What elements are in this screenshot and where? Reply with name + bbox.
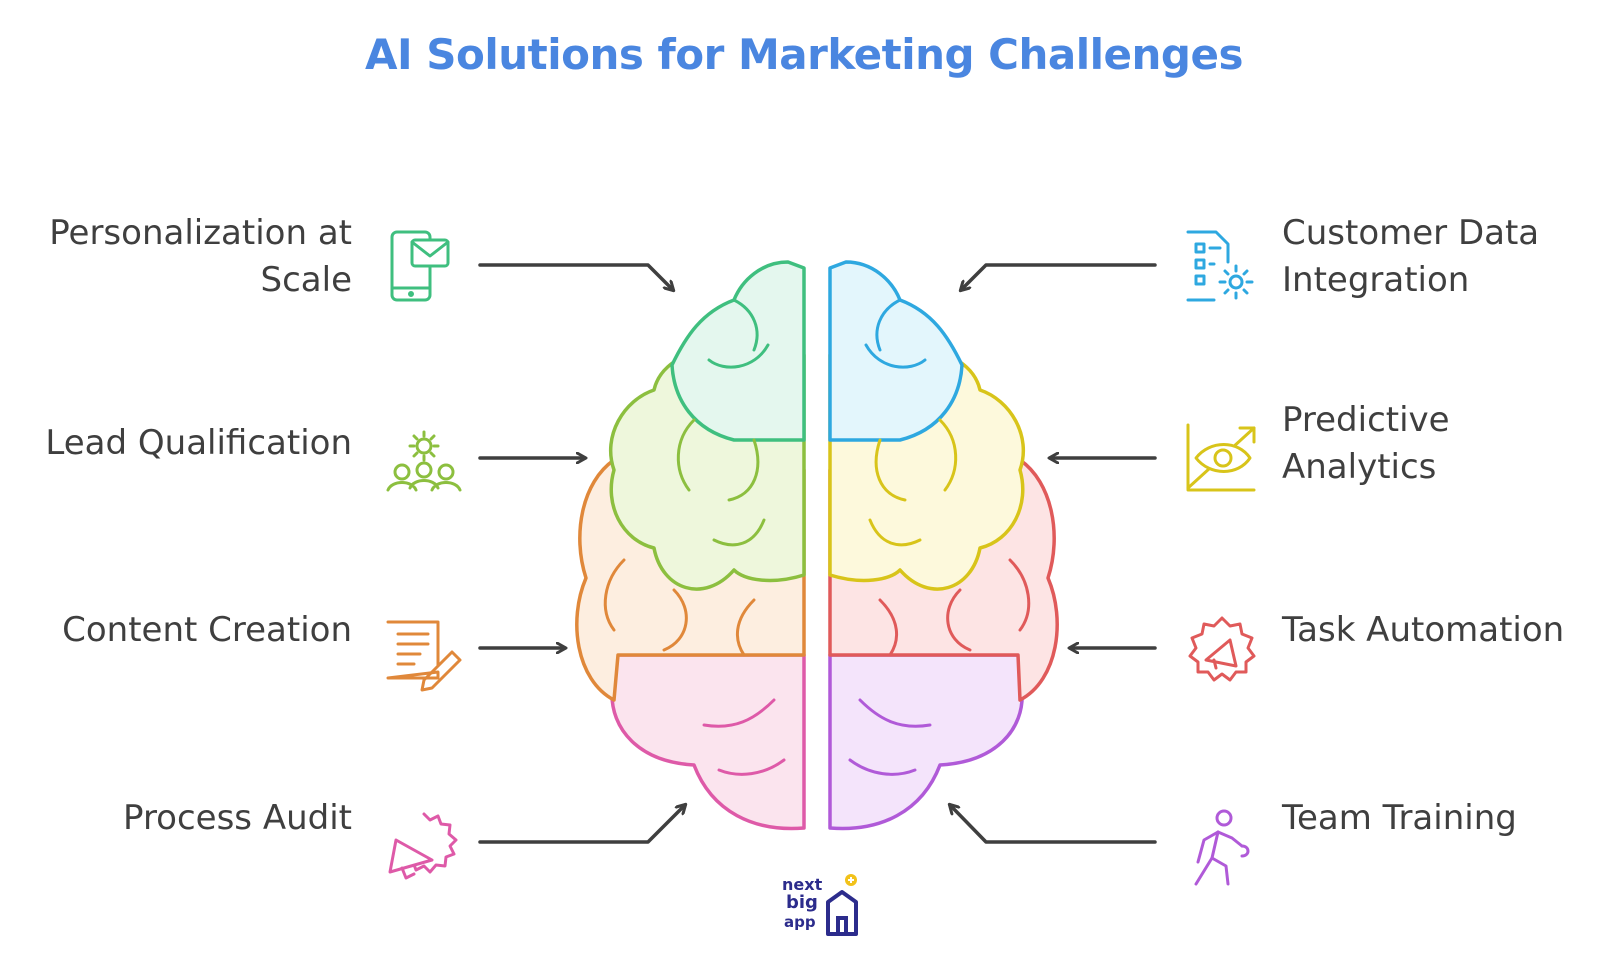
arrow-process-audit — [478, 805, 685, 844]
brain-illustration — [575, 260, 1059, 831]
label-predictive-analytics: Predictive Analytics — [1282, 400, 1450, 487]
megaphone-gear-icon — [1188, 616, 1256, 682]
megaphone-badge-icon — [388, 812, 458, 880]
brain-right-pink — [828, 653, 1024, 831]
label-lead-qualification: Lead Qualification — [45, 423, 352, 463]
brain-left-pink — [610, 653, 806, 831]
label-process-audit: Process Audit — [123, 798, 352, 838]
label-content-creation: Content Creation — [62, 610, 352, 650]
brain-right-blue — [828, 260, 964, 442]
logo: next big app — [780, 870, 860, 940]
label-personalization: Personalization at Scale — [49, 213, 352, 300]
logo-mark-icon — [826, 874, 858, 936]
arrows — [478, 263, 1157, 844]
brain-left-teal — [670, 260, 806, 442]
data-gear-icon — [1186, 230, 1254, 302]
eye-chart-icon — [1186, 423, 1256, 492]
label-customer-data: Customer Data Integration — [1282, 213, 1540, 300]
running-person-icon — [1194, 809, 1250, 886]
arrow-team-training — [950, 805, 1157, 844]
team-gear-icon — [386, 430, 462, 492]
page-title: AI Solutions for Marketing Challenges — [365, 30, 1243, 79]
arrow-customer-data — [961, 263, 1157, 290]
mobile-mail-icon — [390, 230, 450, 302]
document-pen-icon — [386, 620, 462, 692]
arrow-personalization — [478, 263, 673, 290]
label-task-automation: Task Automation — [1282, 610, 1565, 650]
label-team-training: Team Training — [1282, 798, 1517, 838]
